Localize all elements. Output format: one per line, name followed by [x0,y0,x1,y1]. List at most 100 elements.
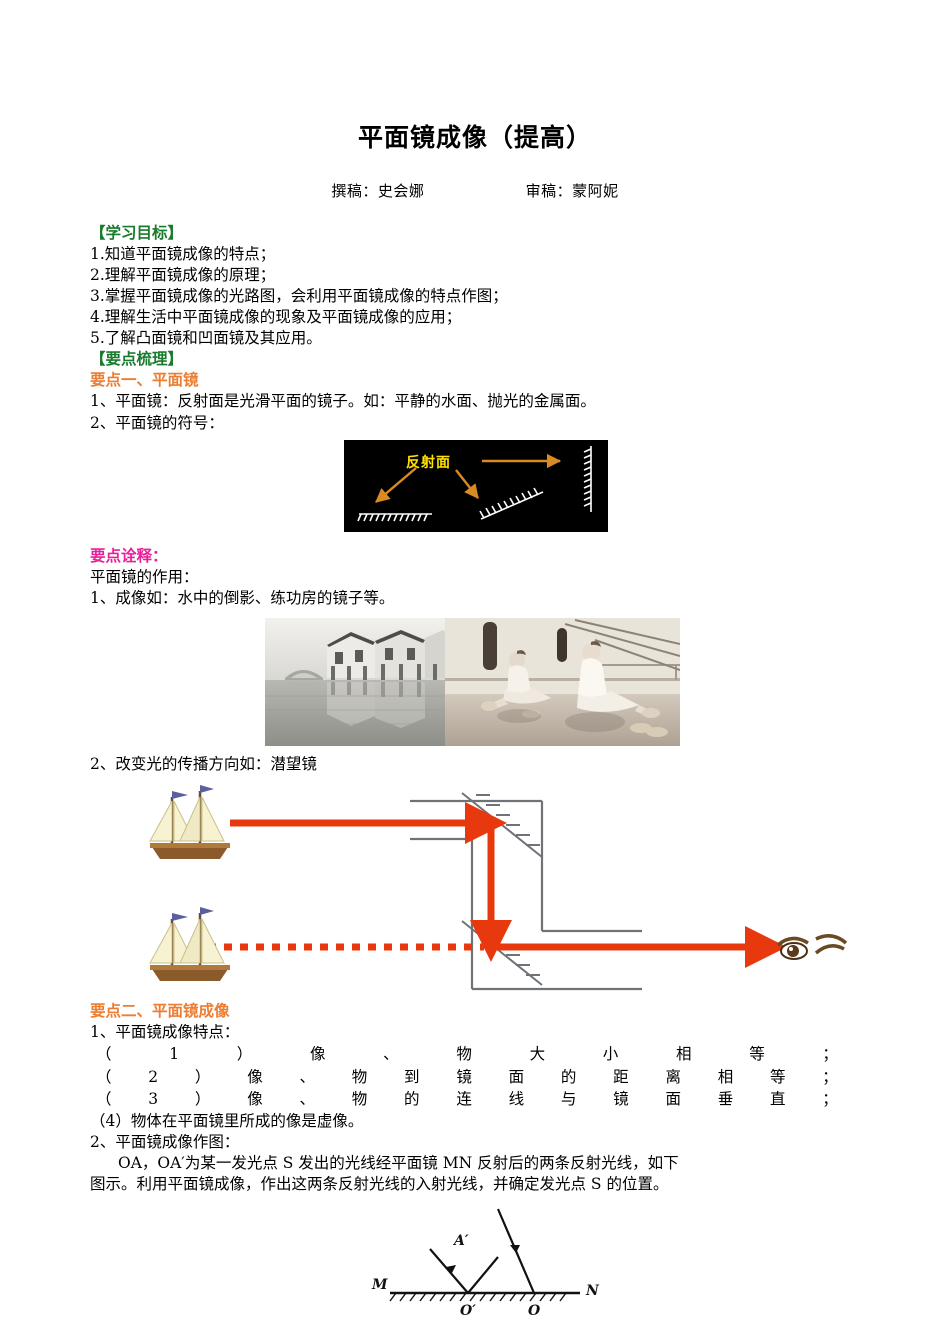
feature-line-3: （ 3 ） 像 、 物 的 连 线 与 镜 面 垂 直 ； [96,1088,838,1110]
feature-char: 到 [404,1067,420,1086]
label-a-prime: A′ [452,1233,469,1249]
feature-char: 的 [404,1090,420,1109]
feature-char: 与 [560,1090,577,1109]
feature-char: ； [822,1090,838,1109]
periscope-figure [90,779,860,1001]
feature-char: 像 [247,1067,263,1086]
ship-object [149,784,230,859]
feature-char: （ [96,1090,112,1109]
mirror-symbol-caption: 反射面 [406,454,451,471]
ray-right-arrowhead [510,1244,520,1253]
feature-char: 垂 [717,1090,734,1109]
feature-char: 、 [299,1090,315,1109]
mirror-symbol-svg [357,445,592,522]
mirror-hatching [389,1292,567,1302]
ray-oa-prime [467,1256,499,1294]
feature-char: 物 [351,1090,368,1109]
dancer-back [481,649,551,711]
horizontal-mirror-symbol [357,513,432,522]
ballet-shoes [522,709,668,737]
byline-writer: 撰稿：史会娜 [331,182,425,200]
section-two-heading: 要点二、平面镜成像 [90,1001,230,1020]
feature-char: 、 [299,1067,315,1086]
objective-item: 3.掌握平面镜成像的光路图，会利用平面镜成像的特点作图； [90,287,508,306]
ray-left-segment [429,1248,469,1294]
ship-image [149,906,230,981]
feature-char: 连 [456,1090,472,1109]
feature-char: 小 [602,1045,619,1064]
problem-line-1: OA，OA′为某一发光点 S 发出的光线经平面镜 MN 反射后的两条反射光线，如… [118,1153,679,1172]
document-content: 平面镜成像（提高） 撰稿：史会娜 审稿：蒙阿妮 【学习目标】 1.知道平面镜成像… [90,0,860,1323]
feature-char: 物 [351,1067,368,1086]
arrow-to-diagonal-mirror [455,469,479,499]
feature-char: ； [822,1067,838,1086]
feature-char: 面 [508,1067,525,1086]
section-one-item2: 2、平面镜的符号： [90,413,224,432]
feature-char: 镜 [456,1067,472,1086]
mirror-symbol-figure: 反射面 [344,439,608,532]
feature-char: ） [194,1090,211,1109]
feature-char: 的 [560,1067,577,1086]
feature-char: 等 [770,1067,786,1086]
section-two-item1: 1、平面镜成像特点： [90,1022,240,1041]
feature-char: 物 [456,1045,472,1064]
feature-char: 线 [508,1090,525,1109]
feature-char: 镜 [613,1090,629,1109]
label-m: M [371,1277,388,1293]
objective-item: 2.理解平面镜成像的原理； [90,266,276,284]
feature-char: 、 [383,1045,399,1064]
label-o-prime: O′ [460,1303,476,1319]
feature-char: ； [822,1045,838,1064]
feature-char: 2 [148,1067,159,1086]
feature-line-1: （ 1 ） 像 、 物 大 小 相 等 ； [96,1043,838,1065]
explanation-item2: 2、改变光的传播方向如：潜望镜 [90,754,317,773]
feature-char: ） [194,1067,211,1086]
outline-heading: 【要点梳理】 [90,350,184,369]
explanation-item1: 1、成像如：水中的倒影、练功房的镜子等。 [90,589,395,608]
eyes-icon [776,934,848,960]
feature-char: （ [96,1067,112,1086]
objectives-list: 1.知道平面镜成像的特点； 2.理解平面镜成像的原理； 3.掌握平面镜成像的光路… [90,244,860,349]
problem-line-2: 图示。利用平面镜成像，作出这两条反射光线的入射光线，并确定发光点 S 的位置。 [90,1174,669,1193]
feature-char: 相 [717,1067,734,1086]
bottom-mirror [461,920,543,986]
periscope-tube [410,799,642,991]
feature-line-2: （ 2 ） 像 、 物 到 镜 面 的 距 离 相 等 ； [96,1066,838,1088]
explanation-intro: 平面镜的作用： [90,567,199,586]
section-two-item2: 2、平面镜成像作图： [90,1132,240,1151]
feature-char: 1 [169,1045,180,1064]
feature-char: ） [236,1045,253,1064]
photo-watertown [265,617,445,746]
byline-reviewer: 审稿：蒙阿妮 [525,182,619,200]
feature-char: 等 [749,1045,765,1064]
section-one-item1: 1、平面镜：反射面是光滑平面的镜子。如：平静的水面、抛光的金属面。 [90,392,596,411]
feature-char: 距 [613,1067,629,1086]
label-o: O [528,1303,541,1319]
feature-char: 大 [529,1045,546,1064]
feature-char: （ [96,1045,112,1064]
periscope-svg [149,784,848,991]
objective-item: 4.理解生活中平面镜成像的现象及平面镜成像的应用； [90,308,462,327]
photo-ballet-studio [445,617,680,746]
arrow-to-horizontal-mirror [375,466,417,503]
section-one-heading: 要点一、平面镜 [90,371,199,390]
feature-line-4: （4）物体在平面镜里所成的像是虚像。 [90,1111,364,1130]
byline: 撰稿：史会娜 审稿：蒙阿妮 [90,180,860,201]
feature-char: 相 [675,1045,692,1064]
label-n: N [585,1283,600,1299]
feature-char: 3 [148,1090,159,1109]
ray-left-arrowhead [446,1264,456,1273]
feature-char: 面 [665,1090,681,1109]
objective-item: 5.了解凸面镜和凹面镜及其应用。 [90,329,322,348]
objectives-heading: 【学习目标】 [90,224,184,242]
ray-diagram-figure: A′ M N O′ O [90,1205,860,1323]
explanation-heading: 要点诠释： [90,546,168,565]
feature-char: 像 [247,1090,263,1109]
objective-item: 1.知道平面镜成像的特点； [90,244,276,263]
dancer-front [577,640,660,718]
vertical-mirror-symbol [583,445,592,512]
ray-diagram-svg: A′ M N O′ O [371,1208,600,1319]
photo-ballet-svg [445,617,680,746]
page-title: 平面镜成像（提高） [357,123,592,152]
